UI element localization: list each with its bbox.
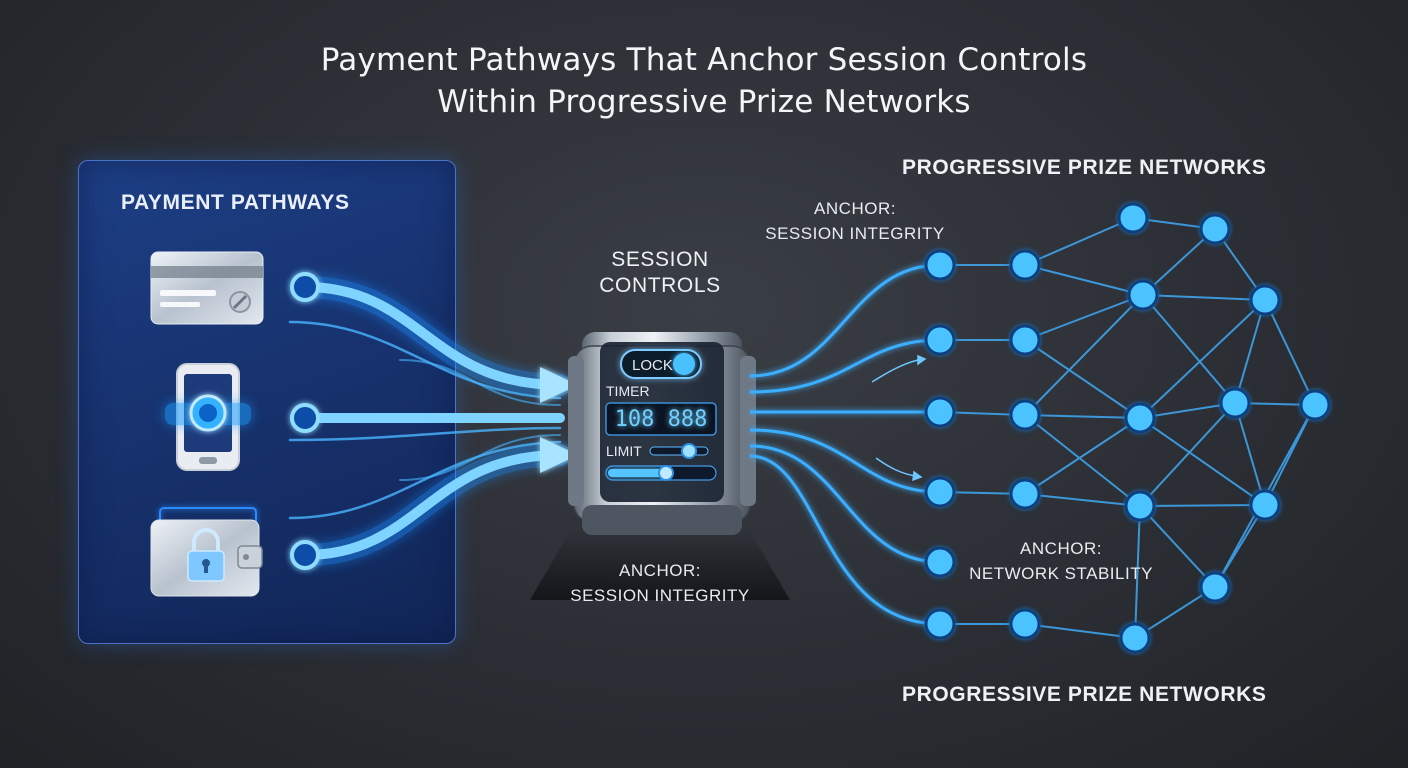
limit-slider-knob — [681, 443, 697, 459]
lock-label: LOCK — [632, 357, 673, 374]
networks-heading-top: PROGRESSIVE PRIZE NETWORKS — [902, 156, 1267, 179]
network-flows — [749, 263, 941, 626]
timer-display: 108 888 — [615, 407, 708, 432]
session-controls-heading-line-2: CONTROLS — [599, 274, 721, 297]
network-node — [1009, 399, 1041, 431]
diagram-title-line-2: Within Progressive Prize Networks — [437, 84, 971, 120]
network-anchor-top: ANCHOR: SESSION INTEGRITY — [752, 196, 958, 246]
network-node — [1249, 489, 1281, 521]
network-anchor-top-title: ANCHOR: — [814, 199, 896, 218]
network-node — [1124, 402, 1156, 434]
session-anchor-title: ANCHOR: — [619, 561, 701, 580]
session-controls-device: LOCK TIMER 108 888 LIMIT — [530, 332, 790, 600]
flow-mobile — [288, 407, 571, 442]
timer-label: TIMER — [606, 383, 650, 399]
flow-wallet — [288, 440, 571, 566]
network-node — [1009, 478, 1041, 510]
smartphone-icon — [165, 363, 251, 471]
arrowhead-bottom — [540, 437, 578, 473]
network-node — [1119, 622, 1151, 654]
locked-wallet-icon — [150, 507, 263, 597]
network-node — [924, 396, 956, 428]
flow-arrowheads — [540, 367, 578, 473]
session-controls-heading-line-1: SESSION — [611, 248, 709, 271]
session-anchor-text: SESSION INTEGRITY — [570, 586, 750, 605]
network-node — [1127, 279, 1159, 311]
payment-pathways-heading: PAYMENT PATHWAYS — [121, 191, 350, 214]
network-node — [1299, 389, 1331, 421]
network-node — [1199, 571, 1231, 603]
network-node — [924, 546, 956, 578]
network-anchor-mid-title: ANCHOR: — [1020, 539, 1102, 558]
network-node — [1219, 387, 1251, 419]
payment-flows — [288, 276, 571, 566]
networks-heading-bottom: PROGRESSIVE PRIZE NETWORKS — [902, 683, 1267, 706]
progress-slider-knob — [658, 465, 674, 481]
network-nodes — [924, 202, 1331, 654]
network-node — [924, 249, 956, 281]
flow-card — [288, 276, 571, 400]
network-node — [924, 476, 956, 508]
flow-thin-1 — [399, 359, 561, 406]
progress-slider-fill — [608, 469, 664, 477]
network-node — [1009, 608, 1041, 640]
flow-start-dots — [290, 272, 320, 570]
network-node — [1124, 490, 1156, 522]
network-node — [924, 608, 956, 640]
lock-toggle-knob — [673, 353, 695, 375]
timer-display-box — [605, 402, 717, 436]
arrowhead-top — [540, 367, 578, 403]
payment-pathways-panel: PAYMENT PATHWAYS — [78, 160, 456, 644]
network-anchor-mid: ANCHOR: NETWORK STABILITY — [956, 536, 1166, 586]
network-anchor-top-text: SESSION INTEGRITY — [765, 224, 945, 243]
network-node — [1009, 249, 1041, 281]
network-node — [1249, 284, 1281, 316]
credit-card-icon — [150, 251, 264, 325]
session-anchor-label: ANCHOR: SESSION INTEGRITY — [555, 558, 765, 608]
network-node — [924, 324, 956, 356]
limit-slider-track — [649, 446, 709, 456]
small-curved-arrows — [871, 354, 927, 482]
diagram-title-line-1: Payment Pathways That Anchor Session Con… — [320, 42, 1088, 78]
limit-label: LIMIT — [606, 443, 642, 459]
network-anchor-mid-text: NETWORK STABILITY — [969, 564, 1153, 583]
network-edges — [939, 217, 1316, 639]
flow-thin-2 — [399, 434, 561, 481]
network-node — [1117, 202, 1149, 234]
network-node — [1199, 213, 1231, 245]
device-pedestal-shadow — [530, 528, 790, 600]
session-controls-heading: SESSION CONTROLS — [560, 247, 760, 299]
network-node — [1009, 324, 1041, 356]
